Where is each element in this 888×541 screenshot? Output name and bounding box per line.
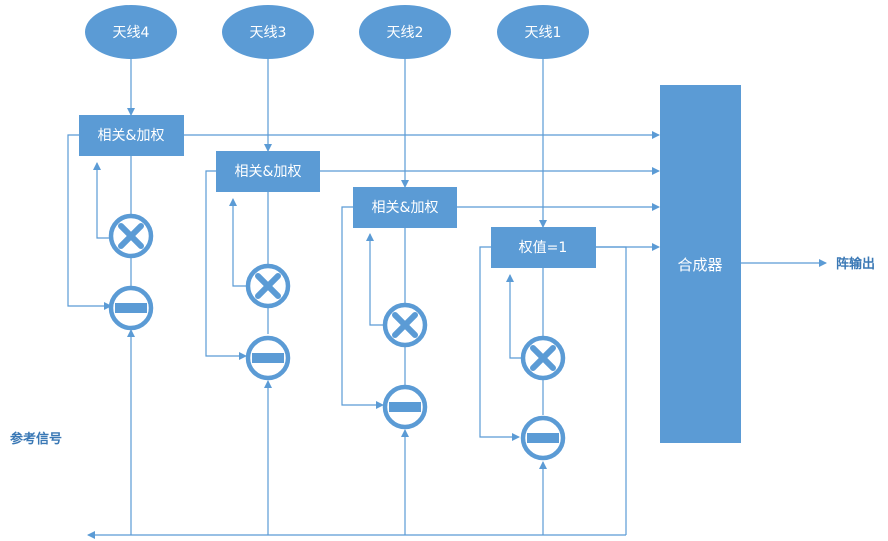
processor-1-label: 权值=1 (519, 240, 568, 256)
multiplier-4 (108, 213, 154, 259)
multiplier-2 (382, 302, 428, 348)
antenna-2-label: 天线2 (387, 25, 424, 41)
multiplier-3 (245, 263, 291, 309)
subtractor-4 (108, 285, 154, 331)
combiner: 合成器 (660, 85, 741, 443)
connection-wires (67, 58, 827, 539)
array-output-label: 阵输出 (836, 256, 875, 272)
processor-1: 权值=1 (491, 227, 596, 268)
processor-2-label: 相关&加权 (372, 200, 439, 216)
processor-2: 相关&加权 (353, 187, 457, 228)
antenna-4: 天线4 (85, 5, 177, 59)
processor-3-label: 相关&加权 (235, 164, 302, 180)
antenna-4-label: 天线4 (113, 25, 150, 41)
reference-signal-label: 参考信号 (10, 431, 62, 447)
antenna-1: 天线1 (497, 5, 589, 59)
subtractor-1 (520, 415, 566, 461)
multiplier-1 (520, 335, 566, 381)
antenna-1-label: 天线1 (525, 25, 562, 41)
subtractor-2 (382, 384, 428, 430)
antenna-2: 天线2 (359, 5, 451, 59)
processor-4: 相关&加权 (79, 115, 184, 156)
processor-4-label: 相关&加权 (98, 128, 165, 144)
combiner-label: 合成器 (677, 256, 722, 274)
subtractor-3 (245, 335, 291, 381)
processor-3: 相关&加权 (216, 151, 320, 192)
antenna-3: 天线3 (222, 5, 314, 59)
antenna-3-label: 天线3 (250, 25, 287, 41)
